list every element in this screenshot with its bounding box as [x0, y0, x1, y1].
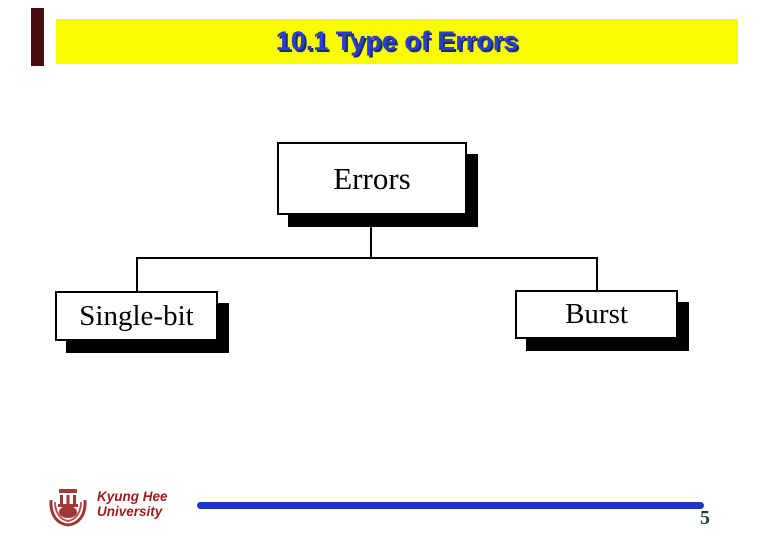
university-name: Kyung Hee University	[97, 489, 168, 519]
burst-node: Burst	[515, 290, 678, 339]
connector-horizontal-line	[136, 257, 598, 259]
title-accent-bar	[31, 8, 44, 66]
footer-divider-line	[197, 502, 704, 509]
single-bit-node: Single-bit	[55, 291, 218, 341]
university-name-line1: Kyung Hee	[97, 489, 168, 504]
burst-node-label: Burst	[565, 298, 628, 330]
page-number: 5	[700, 507, 710, 529]
title-bar: 10.1 Type of Errors	[56, 19, 738, 64]
errors-node-label: Errors	[333, 160, 411, 196]
university-seal-icon	[49, 489, 87, 527]
errors-node: Errors	[277, 142, 467, 215]
connector-left-stem	[136, 257, 138, 292]
page-title: 10.1 Type of Errors	[275, 26, 519, 56]
single-bit-node-label: Single-bit	[79, 299, 194, 332]
connector-root-stem	[370, 214, 372, 258]
connector-right-stem	[596, 257, 598, 291]
university-name-line2: University	[97, 504, 163, 519]
